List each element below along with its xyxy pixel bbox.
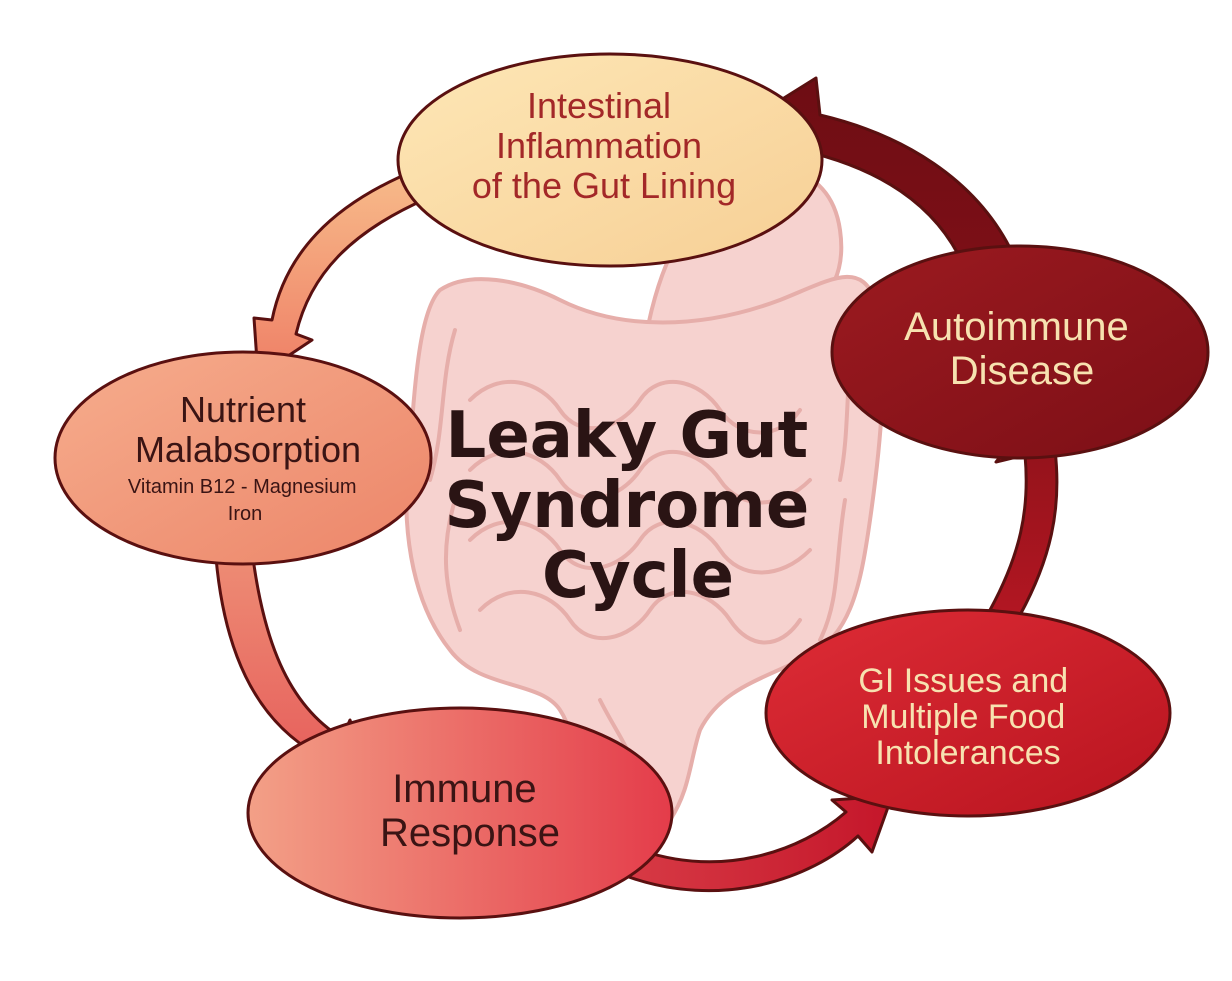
diagram-title: Leaky Gut Syndrome Cycle xyxy=(444,399,831,613)
title-line-2: Syndrome xyxy=(444,469,809,543)
intestinal-line-2: Inflammation xyxy=(496,125,702,166)
node-intestinal xyxy=(396,52,824,268)
immune-label: Immune Response xyxy=(380,767,560,855)
intestinal-line-1: Intestinal xyxy=(527,85,671,126)
intestinal-line-3: of the Gut Lining xyxy=(472,165,736,206)
nutrient-sub-line-2: Iron xyxy=(228,503,262,525)
intestinal-label: Intestinal Inflammation of the Gut Linin… xyxy=(472,85,736,206)
gi-line-2: Multiple Food xyxy=(861,698,1065,736)
nutrient-line-1: Nutrient xyxy=(180,389,306,430)
node-gi xyxy=(764,608,1172,818)
gi-label: GI Issues and Multiple Food Intolerances xyxy=(858,662,1077,772)
immune-line-2: Response xyxy=(380,811,560,855)
gi-line-3: Intolerances xyxy=(875,734,1060,772)
arrow-intestinal-to-nutrient xyxy=(252,168,430,378)
nutrient-line-2: Malabsorption xyxy=(135,429,361,470)
title-line-1: Leaky Gut xyxy=(446,399,809,473)
small-intestine-loops xyxy=(468,380,812,645)
immune-line-1: Immune xyxy=(392,767,537,811)
intestine-wall-details xyxy=(428,318,857,802)
autoimmune-label: Autoimmune Disease xyxy=(904,305,1140,393)
autoimmune-line-2: Disease xyxy=(950,349,1095,393)
node-nutrient xyxy=(53,350,433,566)
title-line-3: Cycle xyxy=(542,539,734,613)
nutrient-sublabel: Vitamin B12 - Magnesium Iron xyxy=(128,476,362,525)
gi-line-1: GI Issues and xyxy=(858,662,1068,700)
autoimmune-line-1: Autoimmune xyxy=(904,305,1129,349)
node-autoimmune xyxy=(830,244,1210,460)
nutrient-label: Nutrient Malabsorption xyxy=(135,389,361,470)
large-intestine-shape xyxy=(404,274,885,845)
nutrient-sub-line-1: Vitamin B12 - Magnesium xyxy=(128,476,357,498)
node-immune xyxy=(246,706,674,920)
